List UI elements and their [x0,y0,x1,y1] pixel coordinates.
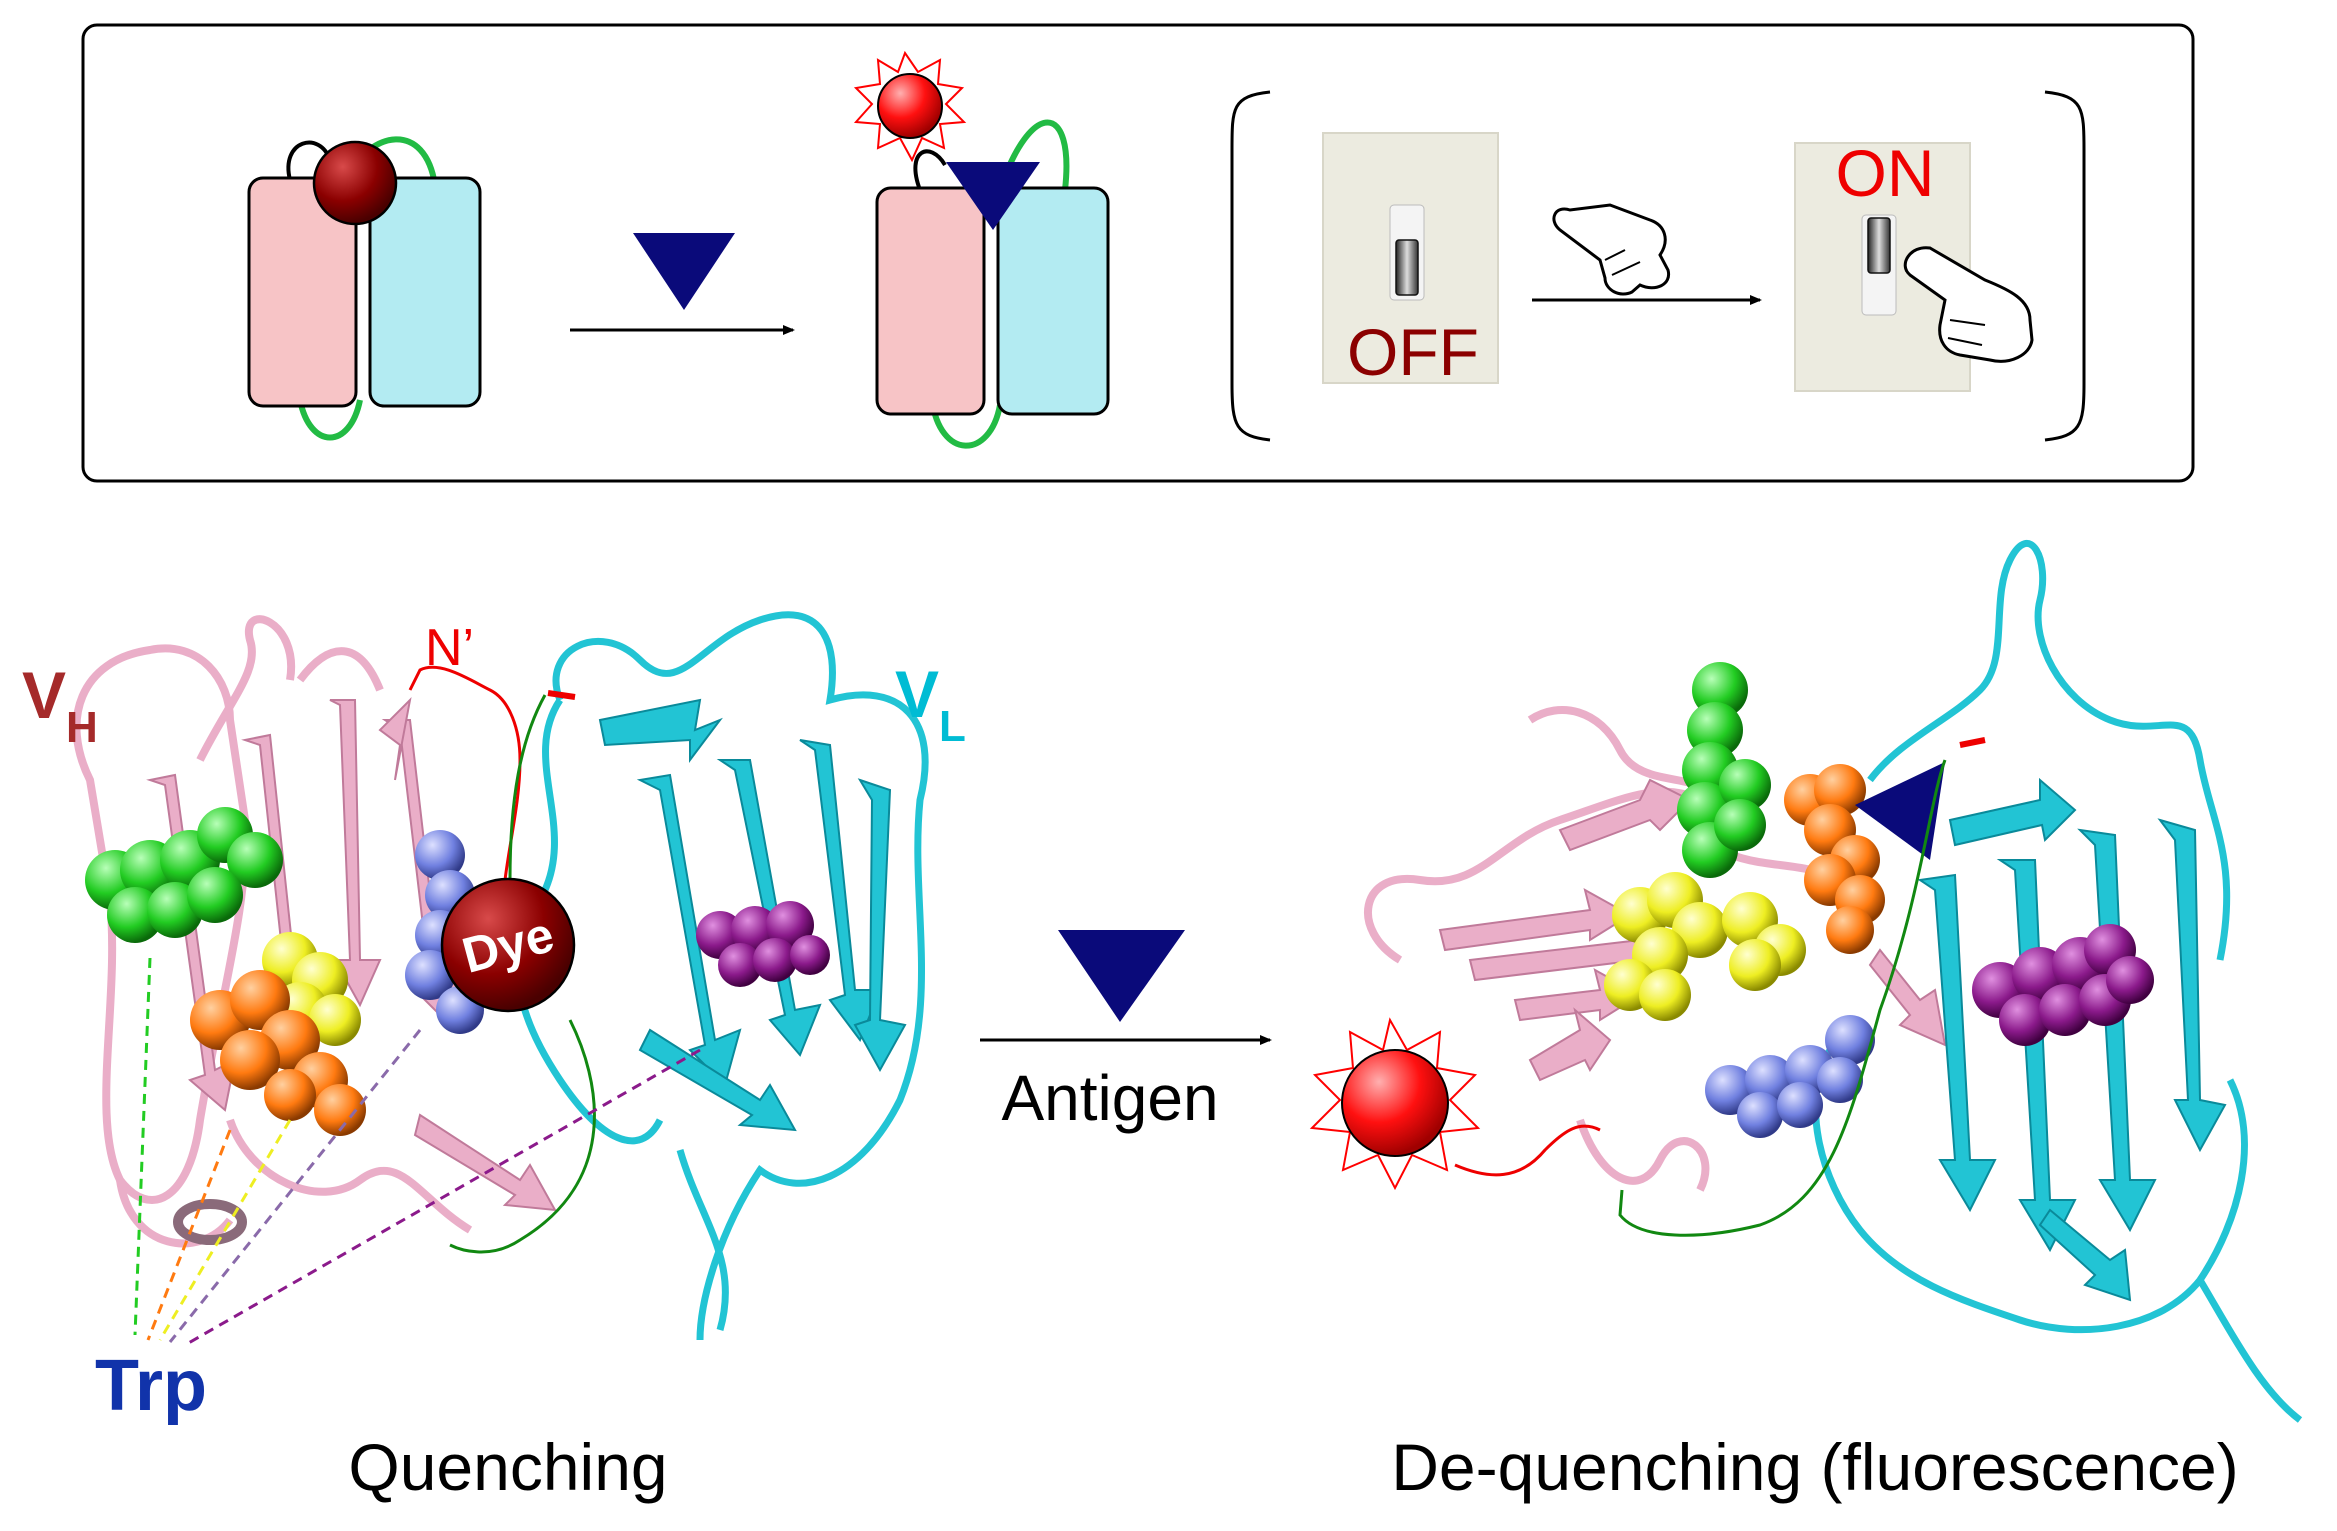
beta-strand [1528,1007,1612,1082]
beta-strand [1868,948,1947,1047]
quenching-caption: Quenching [348,1430,667,1504]
scfv-fluorescent-diagram [853,50,1110,449]
toggle-lever [1867,217,1891,274]
trp-green-spheres [85,807,283,943]
vl-ribbon-structure-bound [1812,540,2303,1423]
dye-sphere-fluorescent-bound [1341,1049,1449,1157]
beta-strand [1996,859,2077,1253]
switch-off-label: OFF [1347,315,1479,389]
vl-ribbon-structure [514,611,929,1341]
beta-strand [638,1028,797,1132]
dye-sphere-quenched [312,140,398,226]
beta-strand [2077,828,2157,1233]
n-terminus-tail [913,149,947,191]
n-terminus-marker [547,690,576,700]
trp-distance-lines [133,957,701,1347]
beta-strand [1438,888,1632,952]
beta-strand [799,739,882,1043]
switch-on-label: ON [1836,136,1935,210]
n-terminus-chain [408,665,522,881]
trp-label: Trp [95,1346,207,1426]
pointing-hand-icon [1552,203,1671,296]
trp-yellow-spheres-bound [1604,872,1806,1021]
vh-domain-box [875,186,986,416]
dye-tether-bound [1454,1124,1601,1177]
n-terminus-label: N’ [425,619,474,677]
n-terminus-tail [286,140,332,181]
vl-domain-box [996,186,1110,416]
antigen-label: Antigen [1001,1062,1218,1134]
top-panel-frame [81,23,2195,483]
linker-chain [449,694,596,1254]
pressing-hand-icon [1903,246,2034,363]
linker-loop [929,399,1003,449]
trp-purple-spheres-bound [1972,924,2154,1046]
beta-strand [1917,873,1997,1213]
beta-strand [598,698,723,763]
beta-strand [1558,778,1692,852]
dye-sphere-fluorescent [877,73,943,139]
beta-strand [716,759,822,1057]
beta-strand [2157,818,2227,1153]
trp-green-spheres-bound [1677,662,1771,878]
beta-strand [2038,1208,2132,1302]
vl-domain-box [368,176,482,408]
beta-strand [413,1113,557,1212]
beta-strand [853,778,907,1073]
trp-purple-spheres [696,901,830,987]
beta-strand [329,699,382,1008]
beta-strand [378,697,412,781]
switch-off: OFF [1322,132,1499,389]
antigen-triangle-icon [1058,930,1185,1022]
vh-label: VH [22,658,98,752]
n-terminus-marker-bound [1959,737,1986,748]
trp-blue-spheres-bound [1705,1015,1875,1138]
right-bracket [2044,90,2086,442]
toggle-lever [1395,239,1419,296]
dequenching-caption: De-quenching (fluorescence) [1391,1430,2238,1504]
linker-chain-bound [1618,759,1947,1237]
helix-loop [173,1199,247,1245]
dye-sphere [440,877,576,1013]
beta-strand [1948,777,2077,847]
trp-orange-spheres-bound [1784,764,1885,954]
vh-domain-box [247,176,358,408]
linker-loop [297,399,363,441]
linker-loop [997,119,1070,191]
bound-antigen-triangle-icon [946,162,1040,230]
switch-on: ON [1794,136,1971,392]
antigen-triangle-icon [633,233,735,310]
trp-orange-spheres [190,970,366,1136]
vl-label: VL [895,657,966,751]
bound-antigen-triangle-icon [1855,762,1945,860]
left-bracket [1230,90,1271,442]
scfv-quenched-diagram [247,136,482,441]
